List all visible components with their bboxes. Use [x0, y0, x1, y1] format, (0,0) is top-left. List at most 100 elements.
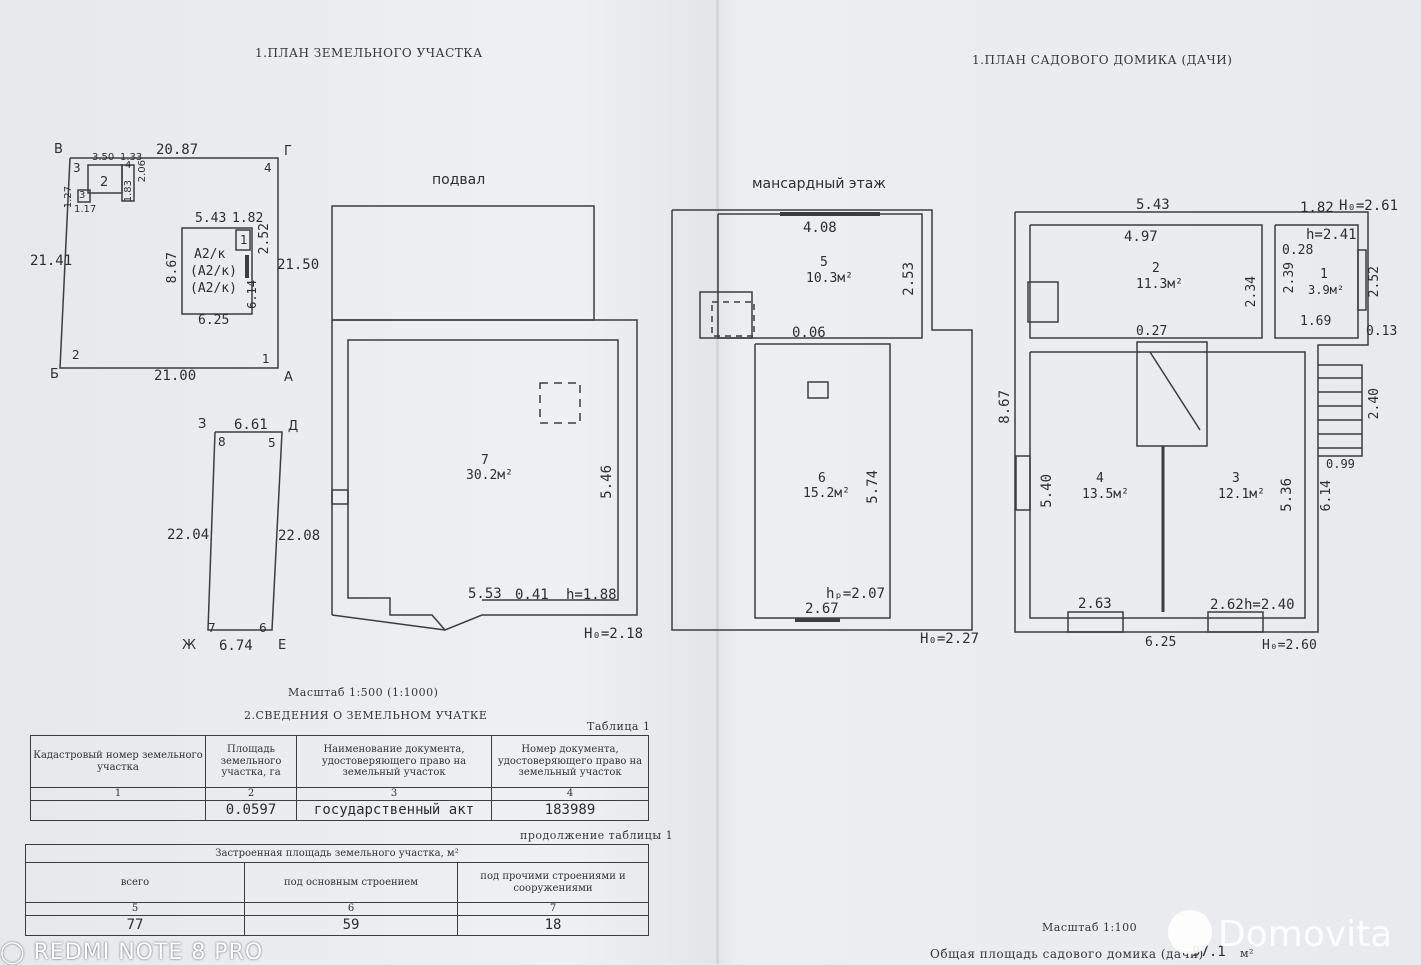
- ground-room4-area: 13.5м²: [1082, 487, 1129, 502]
- dim-ground-bh: h=2.40: [1244, 597, 1295, 613]
- dim-attic-r6: 5.74: [865, 470, 881, 504]
- ground-room3-number: 3: [1232, 471, 1240, 486]
- dim-attic-top: 4.08: [803, 220, 837, 236]
- dim-ground-tr: 1.82: [1300, 200, 1334, 216]
- dim-basement-h: h=1.88: [566, 587, 617, 603]
- dim-ground-240: 2.40: [1367, 388, 1382, 420]
- dim-ground-top-in: 4.97: [1124, 229, 1158, 245]
- house-label-1: А2/к: [194, 247, 226, 262]
- dim-small-top2: 1.33: [120, 152, 143, 163]
- table2-other: 18: [457, 915, 649, 936]
- device-name: REDMI NOTE 8 PRO: [33, 940, 264, 965]
- dim-ground-536: 5.36: [1279, 478, 1295, 512]
- ground-room1-number: 1: [1320, 267, 1328, 282]
- point-1: 1: [262, 352, 270, 366]
- table1-area: 0.0597: [205, 800, 297, 821]
- built-area-table: Застроенная площадь земельного участка, …: [25, 844, 649, 936]
- table1-document: государственный акт: [296, 800, 492, 821]
- dim-ground-867: 8.67: [997, 390, 1013, 424]
- total-area-unit: м²: [1240, 947, 1254, 960]
- point-3-small: 3: [79, 190, 86, 201]
- corner-zh: Ж: [182, 638, 197, 653]
- dim-ground-bh0: H₀=2.60: [1262, 638, 1317, 653]
- table1-num-4: 4: [491, 787, 649, 801]
- dim-small-left2: 1.17: [74, 204, 97, 215]
- table1-num-1: 1: [30, 787, 206, 801]
- table-number: Таблица 1: [587, 720, 651, 733]
- ground-room3-area: 12.1м²: [1218, 487, 1265, 502]
- domovita-logo: Domovita: [1168, 908, 1410, 956]
- dim-land-right: 21.50: [277, 257, 320, 273]
- table2-total: 77: [25, 915, 245, 936]
- table2-header-other: под прочими строениями и сооружениями: [457, 862, 649, 903]
- dim-land-bottom: 21.00: [154, 368, 197, 384]
- dim-plot2-top: 6.61: [234, 417, 268, 433]
- table2-header-total: всего: [25, 862, 245, 903]
- dim-ground-263: 2.63: [1078, 596, 1112, 612]
- ground-floor-outer: [1014, 211, 1369, 633]
- domovita-logo-text: Domovita: [1218, 914, 1393, 955]
- point-6: 6: [259, 621, 267, 635]
- house-scale: Масштаб 1:100: [1042, 921, 1138, 934]
- ground-room2-number: 2: [1152, 261, 1160, 276]
- dim-basement-w2: 0.41: [515, 587, 549, 603]
- table2-title: Застроенная площадь земельного участка, …: [25, 844, 649, 863]
- point-4: 4: [264, 161, 272, 175]
- dim-ground-262: 2.62: [1210, 597, 1244, 613]
- dim-house-top2: 1.82: [232, 211, 264, 226]
- corner-e: Е: [278, 638, 287, 653]
- device-watermark: ◯ REDMI NOTE 8 PRO: [0, 940, 263, 965]
- basement-room-number: 7: [481, 453, 489, 468]
- dim-attic-mid: 0.06: [792, 325, 826, 341]
- corner-d: Д: [288, 419, 299, 434]
- corner-g: Г: [284, 144, 292, 159]
- dim-basement-w1: 5.53: [468, 586, 502, 602]
- dim-ground-h0: H₀=2.61: [1339, 198, 1399, 214]
- dim-ground-028: 0.28: [1282, 243, 1314, 258]
- corner-v: В: [54, 142, 63, 157]
- attic-room5-area: 10.3м²: [806, 271, 853, 286]
- house-point-1: 1: [240, 233, 248, 247]
- basement-title: подвал: [432, 172, 486, 188]
- land-plot-2-outline: [207, 431, 283, 631]
- table1-header-2: Площадь земельного участка, га: [205, 735, 297, 788]
- dim-small-side2: 1.83: [123, 180, 134, 203]
- point-2: 2: [72, 348, 80, 362]
- point-7: 7: [208, 621, 216, 635]
- dim-small-side: 2.06: [137, 160, 148, 183]
- point-4-small: 4: [125, 160, 132, 171]
- table1-cadastral: [30, 800, 206, 821]
- table1-doc-number: 183989: [491, 800, 649, 821]
- dim-small-left: 1.27: [63, 186, 74, 209]
- paper-fold: [716, 0, 719, 964]
- point-8: 8: [218, 435, 226, 449]
- dim-house-left: 8.67: [165, 252, 180, 284]
- camera-icon: ◯: [0, 940, 34, 965]
- dim-attic-hp: hₚ=2.07: [826, 586, 886, 602]
- dim-ground-239: 2.39: [1282, 262, 1297, 294]
- dim-ground-540: 5.40: [1039, 474, 1055, 508]
- dim-attic-r5: 2.53: [901, 262, 917, 296]
- dim-ground-top: 5.43: [1136, 197, 1170, 213]
- basement-room-area: 30.2м²: [466, 468, 513, 483]
- land-info-table: Кадастровый номер земельного участка Пло…: [30, 735, 649, 821]
- ground-room2-area: 11.3м²: [1136, 277, 1183, 292]
- basement-outer: [331, 205, 595, 321]
- dim-house-bottom: 6.25: [198, 313, 230, 328]
- dim-plot2-left: 22.04: [167, 527, 210, 543]
- dim-ground-625: 6.25: [1145, 635, 1177, 650]
- attic-room6-area: 15.2м²: [803, 486, 850, 501]
- dim-house-top: 5.43: [195, 211, 227, 226]
- table-continuation: продолжение таблицы 1: [520, 829, 674, 842]
- dim-plot2-right: 22.08: [278, 528, 321, 544]
- table2-num-7: 7: [457, 902, 649, 916]
- dim-land-left: 21.41: [30, 253, 73, 269]
- land-scale: Масштаб 1:500 (1:1000): [288, 686, 439, 699]
- ground-room4-number: 4: [1096, 471, 1104, 486]
- house-footprint: [181, 227, 253, 315]
- attic-title: мансардный этаж: [752, 176, 886, 192]
- domovita-logo-icon: [1168, 910, 1212, 954]
- corner-z: З: [198, 417, 207, 432]
- table2-main: 59: [244, 915, 458, 936]
